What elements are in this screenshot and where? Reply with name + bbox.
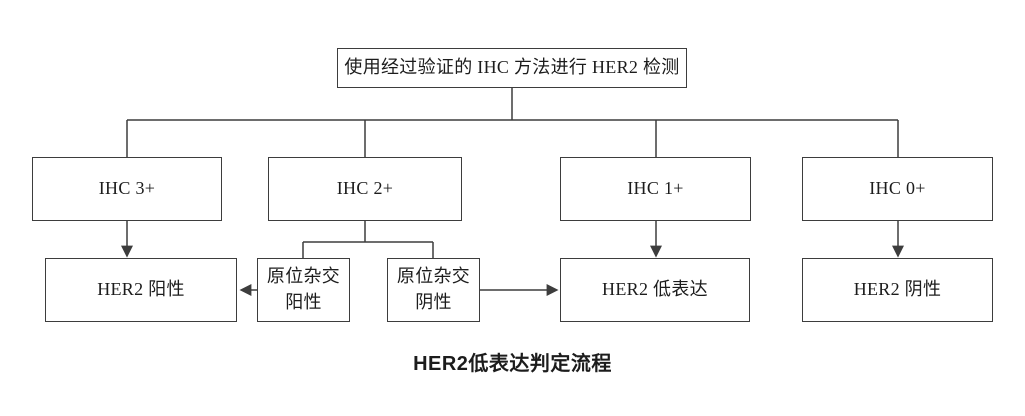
node-ish-negative: 原位杂交 阴性 — [387, 258, 480, 322]
node-ihc-3plus: IHC 3+ — [32, 157, 222, 221]
node-her2-negative: HER2 阴性 — [802, 258, 993, 322]
connector-root-branch — [126, 88, 899, 157]
figure-caption: HER2低表达判定流程 — [413, 353, 612, 375]
node-her2-low-expression: HER2 低表达 — [560, 258, 750, 322]
node-ihc-2plus: IHC 2+ — [268, 157, 462, 221]
node-ihc-0plus: IHC 0+ — [802, 157, 993, 221]
node-root-ihc-test: 使用经过验证的 IHC 方法进行 HER2 检测 — [337, 48, 687, 88]
connector-ihc2-split — [302, 221, 434, 258]
node-ihc-1plus: IHC 1+ — [560, 157, 751, 221]
node-her2-positive: HER2 阳性 — [45, 258, 237, 322]
node-ish-positive: 原位杂交 阳性 — [257, 258, 350, 322]
